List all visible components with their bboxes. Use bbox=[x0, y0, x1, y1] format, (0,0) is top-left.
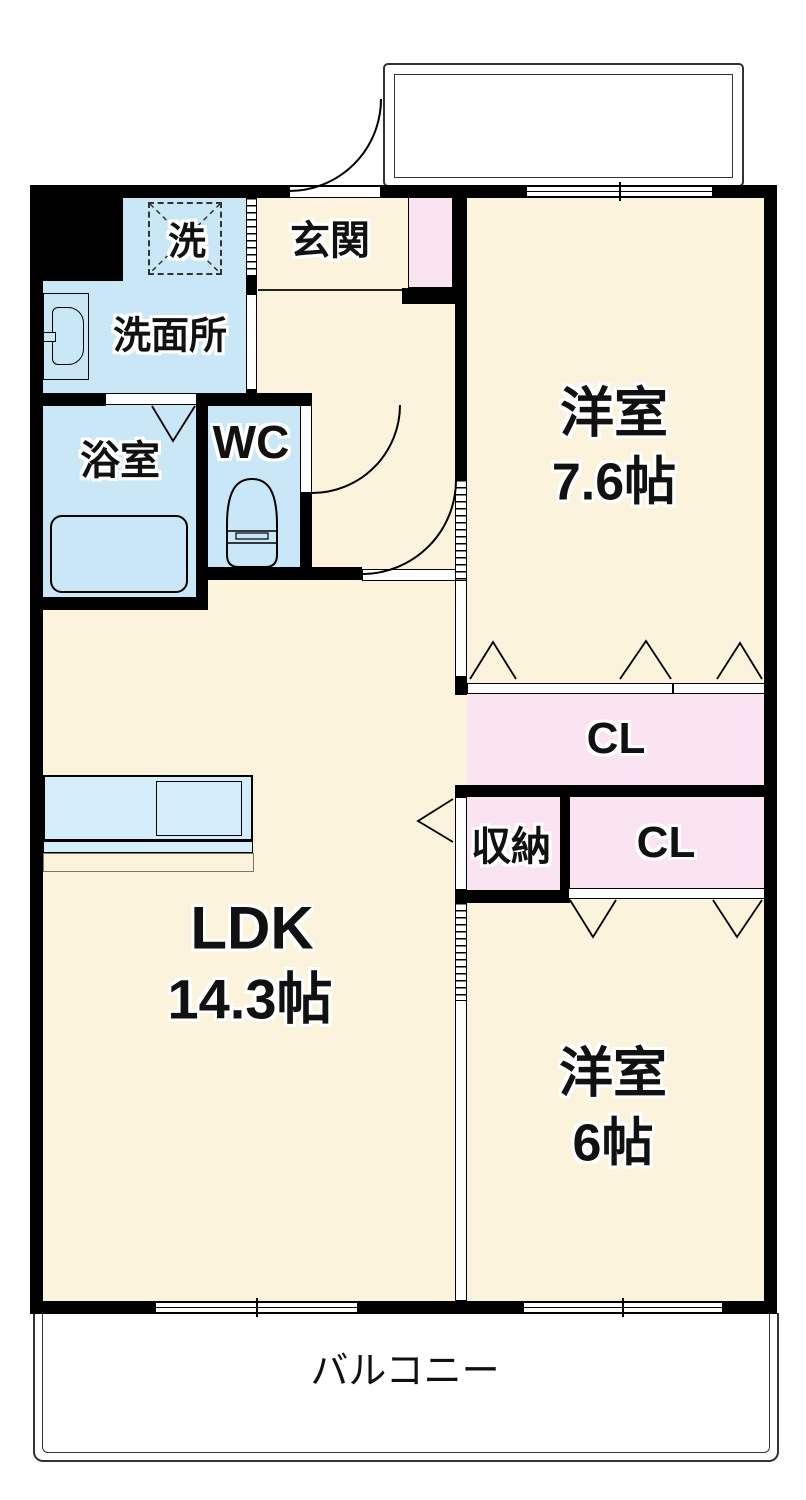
window-bottom-ldk bbox=[156, 1298, 357, 1317]
wash-basin-bowl bbox=[52, 307, 84, 365]
kitchen-sink bbox=[156, 781, 242, 836]
wall-center-upper bbox=[455, 302, 467, 480]
entrance-porch-inner bbox=[394, 74, 733, 178]
closet1-label: CL bbox=[586, 714, 646, 763]
wc-door-leaf bbox=[300, 405, 312, 493]
shoe-cabinet bbox=[408, 197, 453, 288]
wall-bath-wc-divider bbox=[196, 393, 208, 610]
wall-wc-east bbox=[300, 492, 312, 580]
wall-closet-divider bbox=[455, 785, 765, 797]
bathroom-label: 浴室 bbox=[80, 439, 160, 483]
wall-left bbox=[30, 185, 43, 1314]
window-top-tick bbox=[618, 182, 621, 201]
window-bottom-western2 bbox=[524, 1298, 722, 1317]
closet1-track-divider bbox=[672, 684, 674, 693]
wash-basin-icon bbox=[43, 293, 89, 380]
kitchen-counter-edge bbox=[43, 841, 253, 853]
washroom-sliding-door bbox=[246, 294, 257, 390]
closet1-door-track bbox=[467, 683, 765, 694]
western1-name-label: 洋室 bbox=[560, 383, 668, 444]
wall-bathroom-north bbox=[30, 393, 106, 406]
closet1-floor bbox=[467, 693, 765, 785]
storage-opening bbox=[455, 797, 467, 890]
western2-sliding-door bbox=[455, 1000, 467, 1301]
bathroom-door-track bbox=[105, 393, 197, 405]
balcony-label: バルコニー bbox=[310, 1350, 500, 1393]
wall-bathroom-south bbox=[30, 597, 208, 610]
wall-right bbox=[764, 185, 777, 1314]
western1-sliding-door bbox=[455, 580, 467, 677]
wall-shoebox-right bbox=[453, 197, 467, 289]
laundry-label: 洗 bbox=[167, 221, 207, 264]
window-bottom-ldk-tick bbox=[255, 1298, 258, 1317]
washroom-door-pocket bbox=[246, 198, 257, 276]
western2-size-label: 6帖 bbox=[572, 1114, 654, 1173]
ldk-size-label: 14.3帖 bbox=[167, 967, 333, 1031]
balcony-area-inner bbox=[42, 1313, 770, 1453]
wall-storage-closet2 bbox=[560, 797, 570, 890]
ldk-name-label: LDK bbox=[190, 894, 314, 962]
kitchen-counter-base bbox=[43, 853, 254, 872]
storage-floor bbox=[467, 797, 560, 890]
closet2-door-track bbox=[568, 888, 765, 899]
western2-door-pocket bbox=[455, 903, 467, 1000]
wall-washroom-stub1 bbox=[246, 276, 257, 296]
western1-door-pocket bbox=[455, 480, 467, 580]
entrance-door-arc bbox=[288, 98, 382, 192]
storage-label: 収納 bbox=[471, 825, 551, 869]
washing-machine-cross-icon bbox=[149, 203, 221, 274]
washing-machine-pan bbox=[148, 202, 222, 275]
wall-corner-block bbox=[30, 185, 123, 281]
genkan-label: 玄関 bbox=[290, 219, 370, 263]
wall-genkan-south bbox=[402, 288, 467, 304]
window-top bbox=[527, 182, 712, 201]
ldk-door-leaf bbox=[362, 569, 457, 581]
washroom-label: 洗面所 bbox=[112, 315, 228, 358]
wc-label: WC bbox=[212, 416, 290, 468]
western2-name-label: 洋室 bbox=[559, 1043, 667, 1104]
wall-storage-south bbox=[455, 890, 570, 903]
wall-center-corner bbox=[455, 675, 467, 695]
window-bottom-western2-tick bbox=[622, 1298, 624, 1317]
western1-size-label: 7.6帖 bbox=[551, 453, 677, 512]
closet2-label: CL bbox=[636, 818, 696, 867]
wash-basin-faucet bbox=[43, 332, 56, 342]
wall-hall-south bbox=[208, 567, 362, 580]
entrance-door-leaf bbox=[289, 186, 381, 198]
wall-wc-north bbox=[208, 393, 312, 406]
bathtub-icon bbox=[50, 515, 188, 593]
closet2-floor bbox=[570, 797, 765, 888]
